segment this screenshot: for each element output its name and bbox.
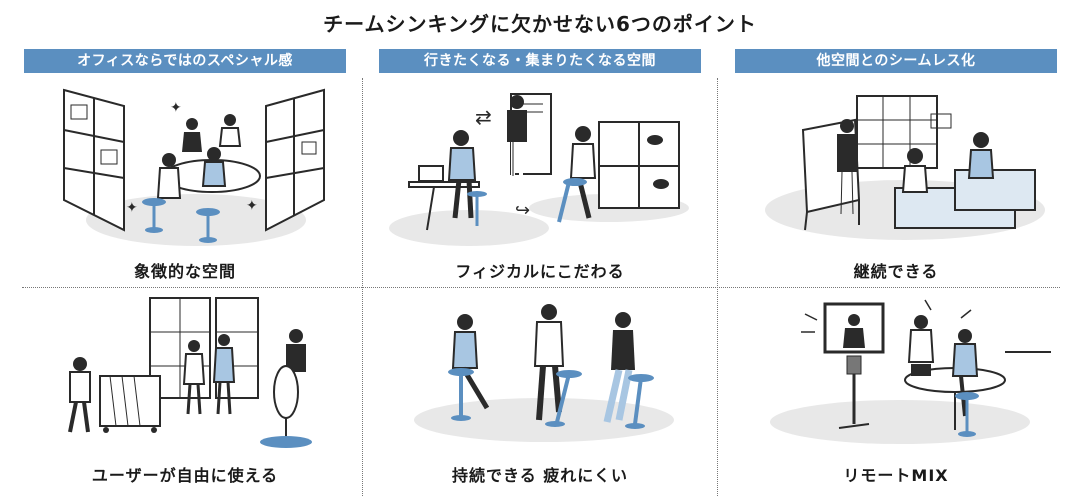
lounge-seamless-illustration (765, 95, 1045, 240)
movable-whiteboard-illustration (68, 297, 312, 448)
section-header-seamless: 他空間とのシームレス化 (735, 49, 1057, 73)
point-card-remote-mix: リモートMIX (735, 292, 1057, 497)
remote-screen-illustration (770, 299, 1051, 444)
point-card-free-use: ユーザーが自由に使える (24, 292, 346, 497)
active-stool-illustration (414, 304, 674, 442)
point-label: 象徴的な空間 (133, 262, 236, 281)
section-header-gathering: 行きたくなる・集まりたくなる空間 (379, 49, 701, 73)
svg-text:⇄: ⇄ (475, 105, 492, 129)
point-label: 継続できる (853, 262, 939, 281)
point-label: リモートMIX (843, 466, 949, 485)
point-label: 持続できる 疲れにくい (452, 466, 628, 485)
point-label: ユーザーが自由に使える (91, 466, 279, 485)
point-card-continuous: 継続できる (735, 80, 1057, 285)
point-label: フィジカルにこだわる (455, 262, 625, 281)
svg-text:↪: ↪ (515, 200, 530, 221)
whiteboard-meeting-illustration: ✦ ✦ ✦ (63, 88, 325, 246)
point-card-sustainable: 持続できる 疲れにくい (379, 292, 701, 497)
svg-text:✦: ✦ (170, 100, 182, 116)
standing-desk-illustration: ⇄ ↪ (389, 93, 689, 246)
page-title: チームシンキングに欠かせない6つのポイント (323, 12, 757, 36)
point-card-physical: ⇄ ↪ フィジカルにこだわる (379, 80, 701, 285)
section-header-special: オフィスならではのスペシャル感 (24, 49, 346, 73)
svg-text:✦: ✦ (246, 198, 258, 214)
point-card-symbolic: ✦ ✦ ✦ 象徴的な空間 (24, 80, 346, 285)
row-divider (22, 287, 1060, 288)
svg-text:✦: ✦ (126, 200, 138, 216)
